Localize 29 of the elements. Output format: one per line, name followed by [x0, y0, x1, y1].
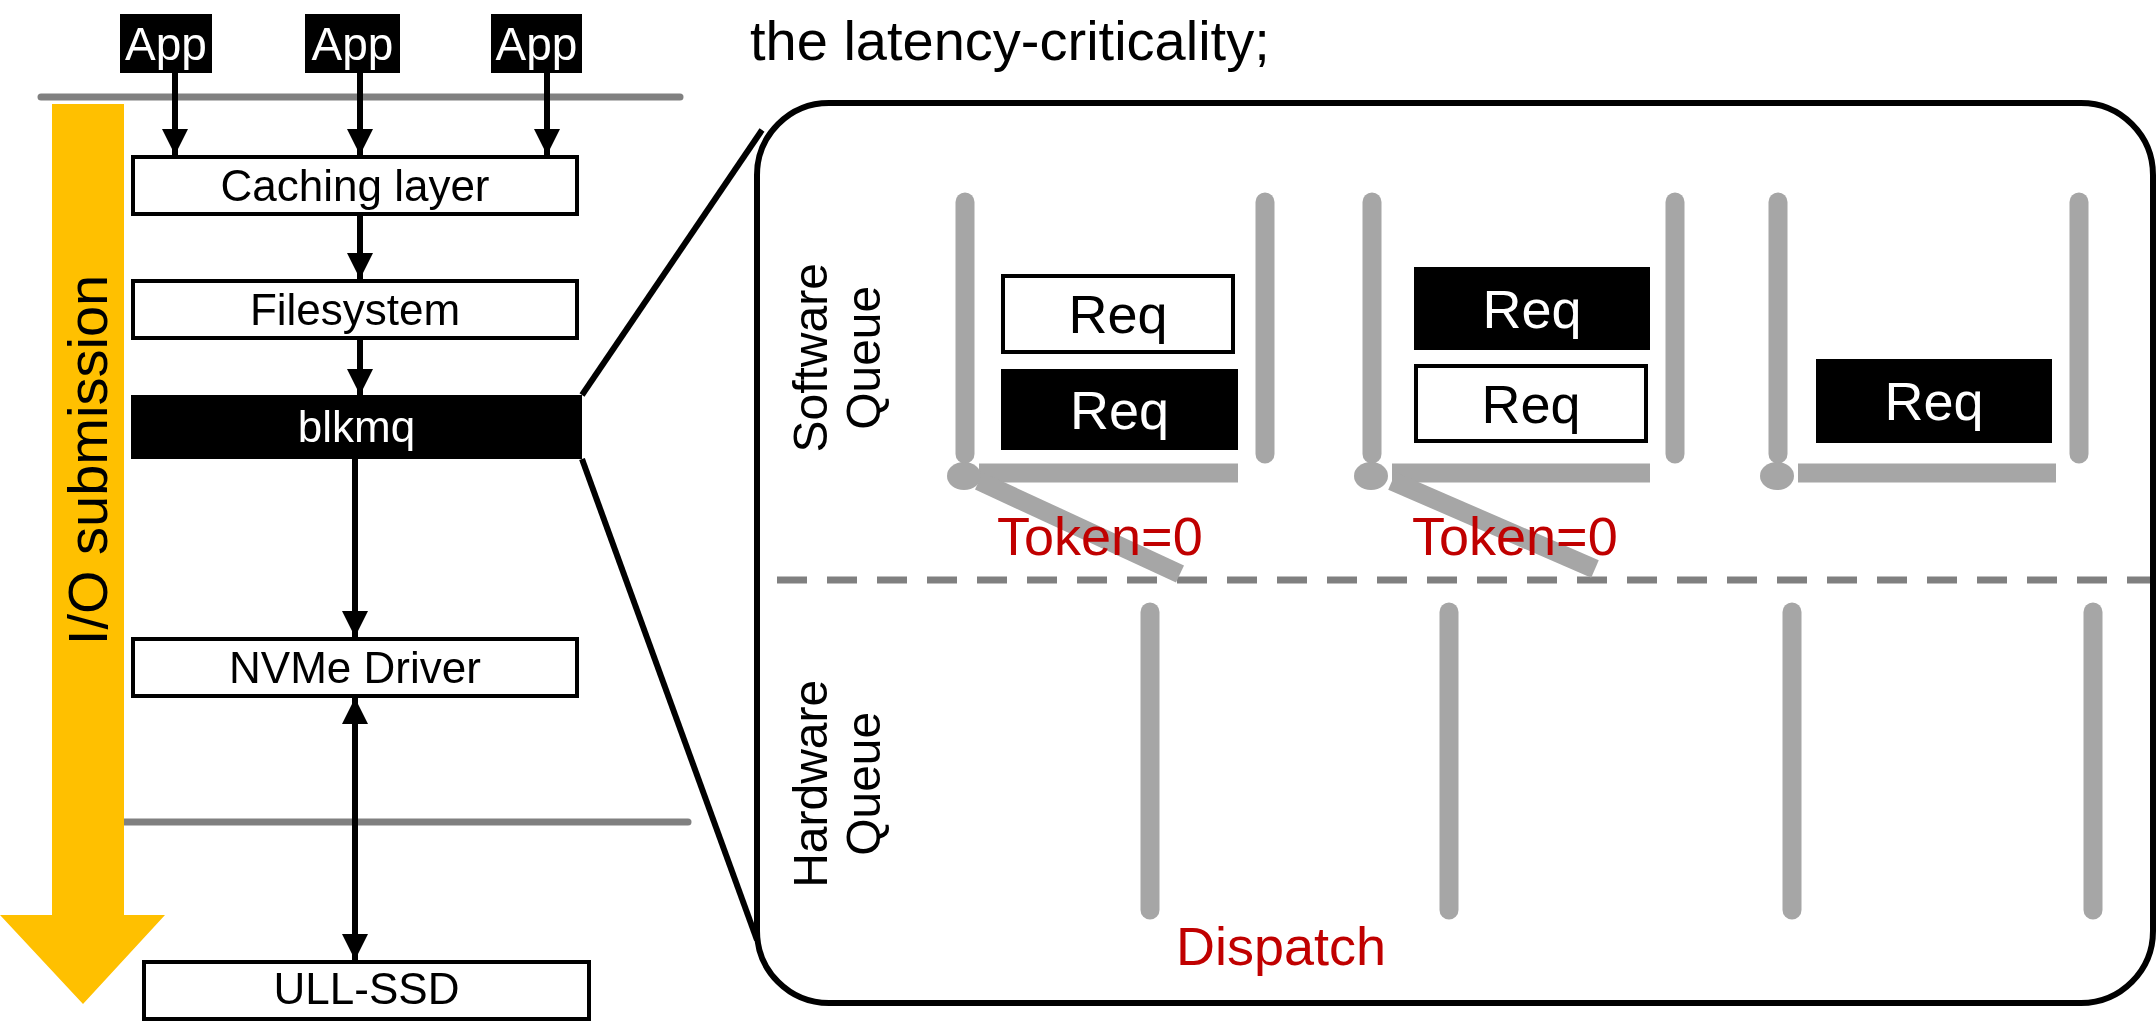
arrow	[162, 73, 188, 155]
request-box: Req	[1816, 359, 2052, 443]
request-box: Req	[1414, 267, 1650, 350]
layer-box: NVMe Driver	[131, 637, 579, 698]
layer-box: blkmq	[131, 395, 582, 459]
app-box: App	[120, 14, 212, 73]
app-box: App	[305, 14, 400, 73]
app-box: App	[491, 14, 582, 73]
axis-label: I/O submission	[60, 273, 116, 648]
arrow	[342, 459, 368, 637]
arrow	[342, 698, 368, 960]
arrow	[347, 73, 373, 155]
token-label: Token=0	[997, 505, 1203, 567]
arrow	[347, 216, 373, 279]
zoom-line	[579, 128, 765, 397]
queue-label: Hardware Queue	[785, 678, 891, 891]
request-box: Req	[1414, 364, 1648, 443]
queue-label: Software Queue	[785, 262, 891, 455]
request-box: Req	[1001, 274, 1235, 354]
title-text: the latency-criticality;	[750, 8, 1270, 73]
token-label: Token=0	[1412, 505, 1618, 567]
arrow	[534, 73, 560, 155]
device-box: ULL-SSD	[142, 960, 591, 1021]
layer-box: Caching layer	[131, 155, 579, 216]
arrow	[347, 340, 373, 395]
request-box: Req	[1001, 369, 1238, 450]
layer-box: Filesystem	[131, 279, 579, 340]
zoom-panel	[754, 100, 2156, 1006]
dispatch-label: Dispatch	[1176, 915, 1387, 977]
